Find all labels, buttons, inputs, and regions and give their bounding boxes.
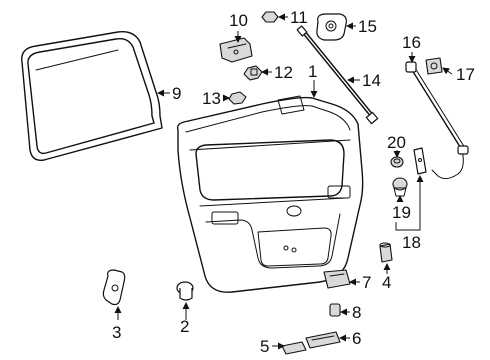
- callout-13: 13: [202, 89, 221, 108]
- callout-5: 5: [260, 337, 269, 356]
- stopper: [379, 242, 393, 263]
- callout-14: 14: [362, 71, 381, 90]
- callout-1: 1: [308, 62, 317, 81]
- callout-17: 17: [456, 65, 475, 84]
- grommet: [390, 156, 404, 168]
- callout-8: 8: [352, 303, 361, 322]
- callout-6: 6: [352, 329, 361, 348]
- latch: [102, 269, 126, 306]
- callout-3: 3: [112, 323, 121, 342]
- switch: [392, 177, 408, 197]
- handle-assembly: [305, 331, 341, 349]
- callout-20: 20: [387, 133, 406, 152]
- cylinder: [176, 281, 194, 301]
- weatherstrip-seal: [21, 31, 163, 161]
- callout-4: 4: [382, 273, 391, 292]
- callout-10: 10: [229, 11, 248, 30]
- leader-lines: [114, 13, 453, 350]
- callout-12: 12: [274, 63, 293, 82]
- callout-2: 2: [180, 317, 189, 336]
- garnish: [281, 341, 307, 355]
- callout-18: 18: [402, 233, 421, 252]
- liftgate-panel: [176, 95, 364, 293]
- callout-19: 19: [392, 203, 411, 222]
- hinge-bracket: [219, 37, 253, 63]
- callout-labels: 1 2 3 4 5 6 7 8 9 10 11 12 13 14 15 16 1…: [112, 8, 475, 356]
- bolt-side: [243, 65, 263, 81]
- callout-7: 7: [362, 273, 371, 292]
- lamp-housing: [323, 269, 351, 289]
- connector: [413, 147, 427, 175]
- clip: [329, 303, 341, 317]
- gas-strut-left: [296, 25, 379, 125]
- bolt-top: [261, 11, 279, 23]
- callout-16: 16: [402, 33, 421, 52]
- callout-9: 9: [172, 84, 181, 103]
- nut: [228, 91, 247, 105]
- callout-11: 11: [290, 8, 308, 27]
- striker-plate: [316, 13, 347, 41]
- power-strut-right: [405, 57, 469, 180]
- callout-15: 15: [358, 17, 377, 36]
